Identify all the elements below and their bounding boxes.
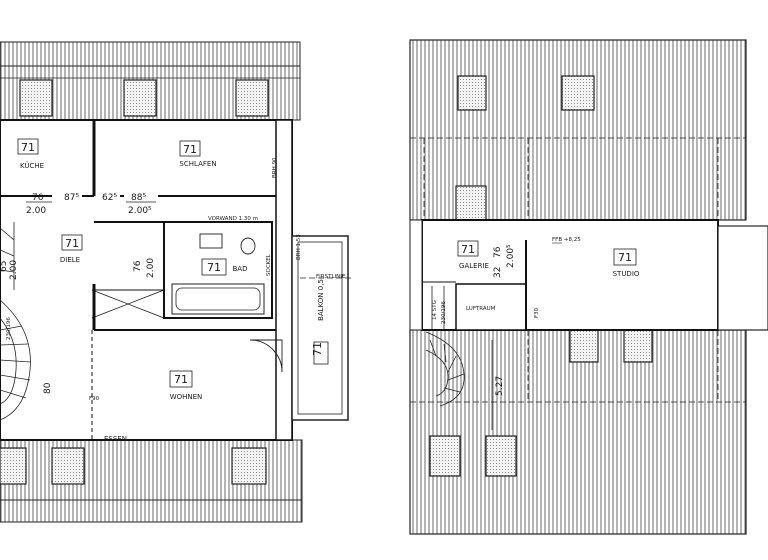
skylight	[235, 79, 269, 117]
skylight	[19, 79, 53, 117]
right-staircase	[425, 286, 465, 407]
stair-label: 230/196	[6, 317, 12, 340]
room-number: 71	[207, 261, 221, 274]
room-name: STUDIO	[613, 270, 640, 278]
skylight	[429, 435, 461, 477]
room-studio: 71 STUDIO	[613, 248, 640, 278]
room-bad: 71 BAD	[201, 258, 248, 276]
essen-label: ESSEN	[104, 435, 127, 443]
dimension-label: 76	[493, 246, 503, 258]
brh-label: BRH 1.53	[296, 234, 302, 260]
room-diele: 71 DIELE	[60, 234, 83, 264]
dimension-label: 32	[493, 267, 503, 278]
room-schlafen: 71 SCHLAFEN	[179, 140, 217, 168]
brh-label: BRH 90	[272, 157, 278, 178]
ffb-label: FFB +8,25	[552, 237, 581, 243]
skylight	[51, 447, 85, 485]
door-dimension: 2.00⁵	[128, 206, 152, 216]
room-name: BALKON 0,5	[317, 279, 325, 321]
stair-label: 230/196	[441, 301, 447, 324]
door-dimension: 88⁵	[131, 193, 146, 203]
room-name: BAD	[233, 265, 248, 273]
room-name: SCHLAFEN	[179, 160, 216, 168]
bathtub	[171, 283, 265, 315]
door-dimension: 62⁵	[102, 193, 117, 203]
room-number: 71	[618, 251, 632, 264]
skylight	[123, 79, 157, 117]
firstlinie-label: FIRSTLINIE	[316, 274, 346, 280]
f90-label: F90	[89, 396, 100, 402]
stair-label: 14 STG	[432, 300, 438, 320]
skylight	[457, 75, 487, 111]
right-roof-lower	[409, 329, 747, 535]
room-number: 71	[311, 342, 324, 356]
dimension-label: 2.00⁵	[506, 244, 516, 268]
room-wohnen: 71 WOHNEN	[169, 370, 203, 401]
room-name: DIELE	[60, 256, 80, 264]
skylight	[0, 447, 27, 485]
room-number: 71	[183, 143, 197, 156]
room-galerie: 71 GALERIE	[457, 240, 489, 270]
room-name: KÜCHE	[20, 161, 44, 170]
balcony	[291, 235, 352, 421]
vorwand-label: VORWAND 1.30 m	[208, 216, 258, 222]
dimension-label: 80	[43, 382, 53, 394]
dimension-label: 5.27	[495, 376, 505, 396]
door-dimension: 65	[0, 261, 9, 272]
door-dimension: 2.00	[26, 206, 46, 216]
left-staircase	[0, 222, 31, 421]
f30-label: F30	[534, 307, 540, 318]
skylight	[569, 327, 599, 363]
luftraum	[455, 283, 527, 331]
room-name: GALERIE	[459, 262, 489, 270]
door-dimension: 76	[133, 260, 143, 272]
skylight	[485, 435, 517, 477]
door-dimension: 87⁵	[64, 193, 79, 203]
left-floor-plan: 71 KÜCHE 71 SCHLAFEN 71 DIELE 71 BAD 71 …	[0, 41, 352, 523]
room-number: 71	[174, 373, 188, 386]
luftraum-label: LUFTRAUM	[466, 306, 496, 312]
washbasin	[199, 233, 223, 249]
skylight	[231, 447, 267, 485]
skylight	[455, 185, 487, 221]
door-swing	[249, 339, 283, 373]
right-floor-plan: 71 GALERIE 71 STUDIO LUFTRAUM FFB +8,25 …	[409, 39, 768, 535]
sockel-label: SOCKEL	[266, 253, 272, 276]
room-number: 71	[21, 141, 35, 154]
door-dimension: 2.00	[146, 258, 156, 278]
skylight	[561, 75, 595, 111]
skylight	[623, 327, 653, 363]
room-number: 71	[65, 237, 79, 250]
door-dimension: 76	[32, 193, 44, 203]
room-kueche: 71 KÜCHE	[17, 138, 44, 170]
room-number: 71	[461, 243, 475, 256]
room-balkon: 71 BALKON 0,5	[311, 279, 329, 365]
toilet	[240, 237, 256, 255]
door-dimension: 2.00	[9, 260, 19, 280]
room-name: WOHNEN	[170, 393, 203, 401]
